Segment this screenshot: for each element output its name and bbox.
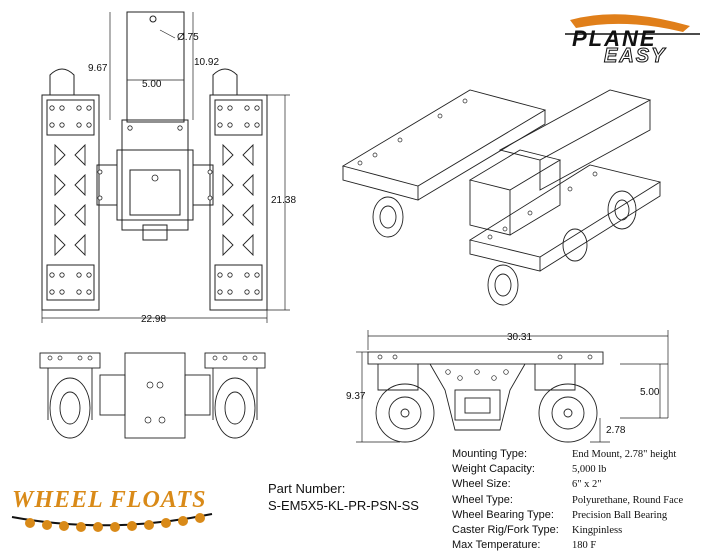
spec-key: Max Temperature: [452,539,541,552]
wheel-floats-wheel-row [11,513,213,532]
dim-9-67: 9.67 [88,63,108,74]
dim-5-00-side: 5.00 [640,387,660,398]
spec-value: 6" x 2" [572,479,602,491]
dim-22-98: 22.98 [141,314,166,325]
dim-10-92: 10.92 [194,57,219,68]
spec-key: Caster Rig/Fork Type: [452,524,559,537]
spec-row: Wheel Size: 6" x 2" [452,477,683,492]
spec-key: Mounting Type: [452,448,528,460]
spec-row: Wheel Bearing Type: Precision Ball Bearin… [452,508,683,523]
spec-value: End Mount, 2.78" height [572,449,677,460]
spec-key: Wheel Type: [452,493,513,506]
spec-key: Weight Capacity: [452,463,535,476]
spec-key: Wheel Bearing Type: [452,508,554,521]
spec-row: Caster Rig/Fork Type: Kingpinless [452,523,683,538]
spec-value: Kingpinless [572,525,623,537]
dim-hole-dia: Ø.75 [177,32,199,43]
spec-row: Wheel Type: Polyurethane, Round Face [452,493,683,508]
isometric-view [341,89,662,306]
plane-easy-swoosh [565,14,700,35]
spec-value: 5,000 lb [572,464,607,476]
spec-key: Wheel Size: [452,478,511,491]
plane-easy-logo-line2: EASY [603,45,667,68]
spec-value: 180 F [572,540,597,552]
dim-30-31: 30.31 [507,332,532,343]
spec-row: Weight Capacity: 5,000 lb [452,462,683,477]
dim-2-78: 2.78 [606,425,626,436]
plane-easy-logo-line1: PLANE [572,26,657,51]
dim-5-00-top: 5.00 [142,79,162,90]
top-view [41,11,290,323]
wheel-floats-logo: WHEEL FLOATS [12,487,207,513]
dim-21-38: 21.38 [271,195,296,206]
part-number-label: Part Number: [268,481,346,496]
spec-table: Mounting Type: End Mount, 2.78" height We… [452,447,683,553]
spec-row: Max Temperature: 180 F [452,538,683,553]
spec-value: Polyurethane, Round Face [572,494,684,506]
dim-9-37: 9.37 [346,391,366,402]
front-view [39,352,266,439]
spec-row: Mounting Type: End Mount, 2.78" height [452,447,683,462]
side-view [356,330,669,443]
spec-value: Precision Ball Bearing [572,509,668,521]
part-number-value: S-EM5X5-KL-PR-PSN-SS [268,498,419,513]
